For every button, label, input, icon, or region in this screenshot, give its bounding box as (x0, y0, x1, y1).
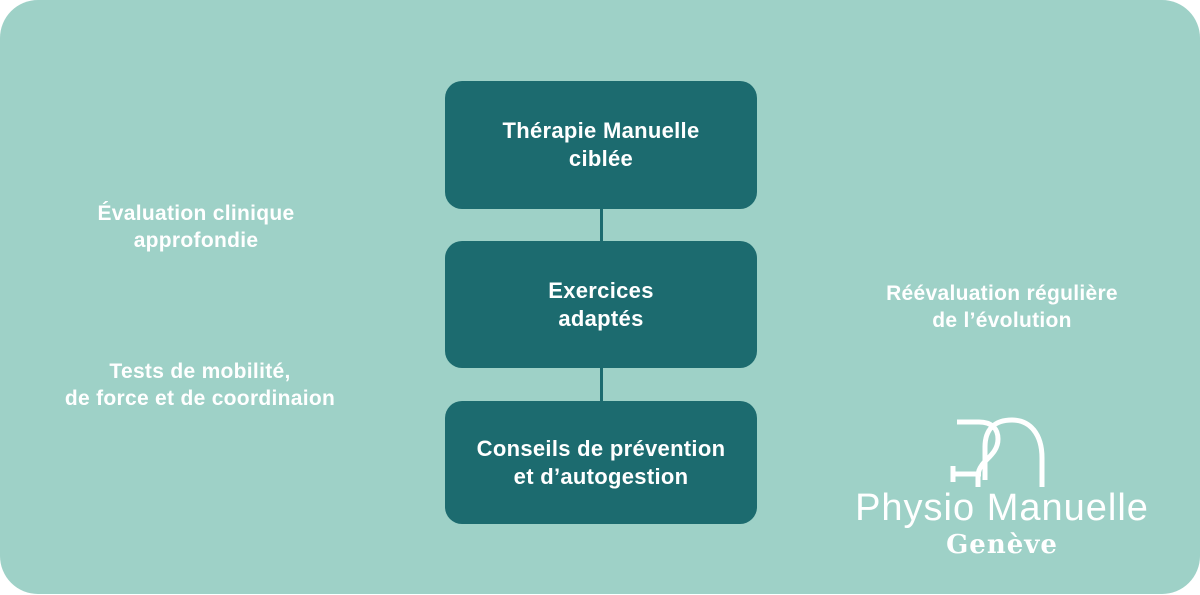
annotation-line: Réévaluation régulière (886, 282, 1118, 305)
annotation-reevaluation: Réévaluation régulière de l’évolution (852, 280, 1152, 334)
flow-step-line: Thérapie Manuelle (502, 118, 700, 143)
annotation-line: de force et de coordinaion (64, 387, 336, 410)
flow-step-therapie-manuelle: Thérapie Manuelle ciblée (445, 81, 757, 209)
annotation-evaluation-clinique: Évaluation clinique approfondie (56, 200, 336, 254)
flow-step-line: ciblée (568, 146, 634, 171)
flow-step-line: Exercices (548, 277, 654, 303)
logo-wordmark: Physio Manuelle (855, 487, 1149, 529)
annotation-line: Tests de mobilité, (109, 360, 291, 383)
logo-city: Genève (946, 530, 1058, 560)
flow-step-line: Conseils de prévention (476, 435, 726, 461)
flow-step-exercices: Exercices adaptés (445, 241, 757, 368)
flow-step-label: Exercices adaptés (548, 277, 653, 333)
annotation-line: Évaluation clinique (97, 202, 295, 225)
flow-step-conseils: Conseils de prévention et d’autogestion (445, 401, 757, 524)
flow-connector-1 (600, 209, 603, 241)
annotation-tests-mobilite: Tests de mobilité, de force et de coordi… (40, 358, 360, 412)
annotation-line: approfondie (133, 229, 259, 252)
annotation-line: de l’évolution (932, 309, 1072, 332)
flow-step-line: adaptés (558, 305, 644, 331)
flow-connector-2 (600, 368, 603, 401)
physio-monogram-icon (950, 417, 1045, 487)
flow-step-label: Conseils de prévention et d’autogestion (477, 435, 726, 491)
flow-step-label: Thérapie Manuelle ciblée (502, 117, 699, 173)
flow-step-line: et d’autogestion (513, 463, 689, 489)
